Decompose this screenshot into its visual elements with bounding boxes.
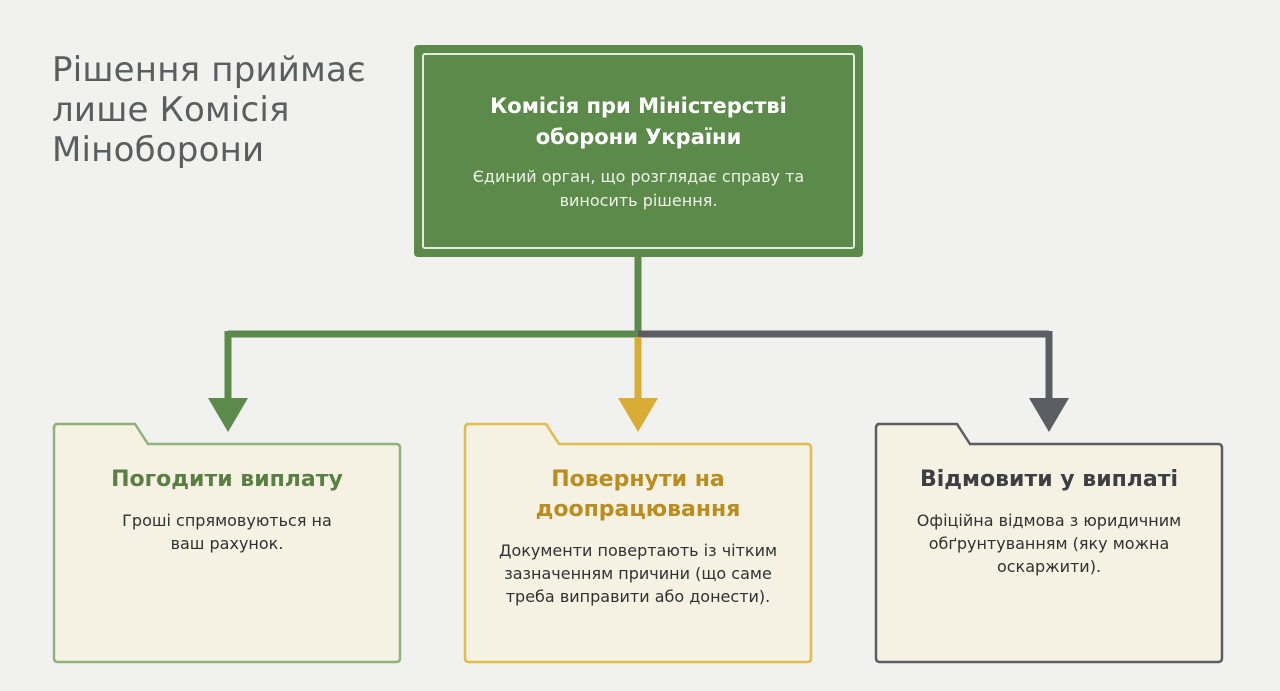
commission-title: Комісія при Міністерстві оборони України [490,94,787,149]
folder-icon [52,422,402,664]
commission-box-inner: Комісія при Міністерстві оборони України… [422,53,855,249]
outcome-return-description: Документи повертають із чітким зазначенн… [498,541,778,606]
side-title: Рішення приймає лише Комісія Міноборони [52,50,366,170]
outcome-approve-folder: Погодити виплату Гроші спрямовуються на … [50,420,404,664]
outcome-approve-title: Погодити виплату [111,467,343,492]
folder-icon [463,422,813,664]
arrow-left-icon [208,398,248,432]
commission-description: Єдиний орган, що розглядає справу та вин… [472,167,805,210]
commission-box: Комісія при Міністерстві оборони України… [414,45,863,257]
arrow-right-icon [1029,398,1069,432]
outcome-approve-description: Гроші спрямовуються на ваш рахунок. [122,511,332,553]
outcome-return-title: Повернути на доопрацювання [535,467,741,522]
folder-icon [874,422,1224,664]
outcome-reject-title: Відмовити у виплаті [919,467,1179,492]
outcome-reject-folder: Відмовити у виплаті Офіційна відмова з ю… [872,420,1226,664]
arrow-center-icon [618,398,658,432]
outcome-return-folder: Повернути на доопрацювання Документи пов… [461,420,815,664]
outcome-reject-description: Офіційна відмова з юридичним обґрунтуван… [916,511,1182,576]
